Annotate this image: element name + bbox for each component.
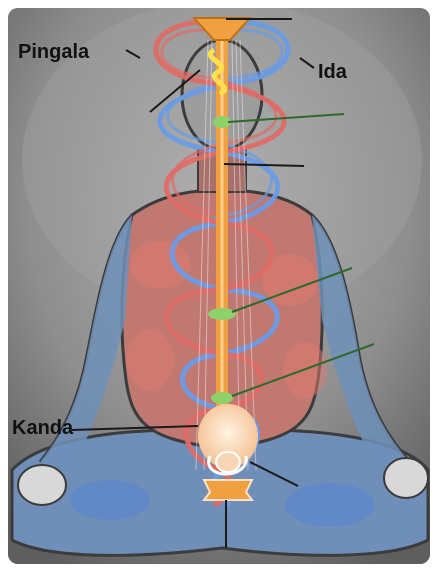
- texture-patch: [126, 330, 174, 390]
- diagram-frame: [8, 8, 430, 564]
- kanda-label: Kanda: [12, 418, 73, 438]
- left-hand: [18, 465, 66, 505]
- ida-label: Ida: [318, 62, 347, 82]
- chakra-solar: [208, 308, 236, 320]
- texture-patch: [285, 483, 375, 527]
- pingala-label: Pingala: [18, 42, 89, 62]
- texture-patch: [130, 241, 190, 289]
- right-hand: [384, 458, 428, 498]
- chakra-sacral: [211, 392, 233, 404]
- root-chakra: [204, 480, 252, 500]
- subtle-body-diagram: [8, 8, 430, 564]
- kanda-node: [216, 452, 240, 472]
- texture-patch: [70, 480, 150, 520]
